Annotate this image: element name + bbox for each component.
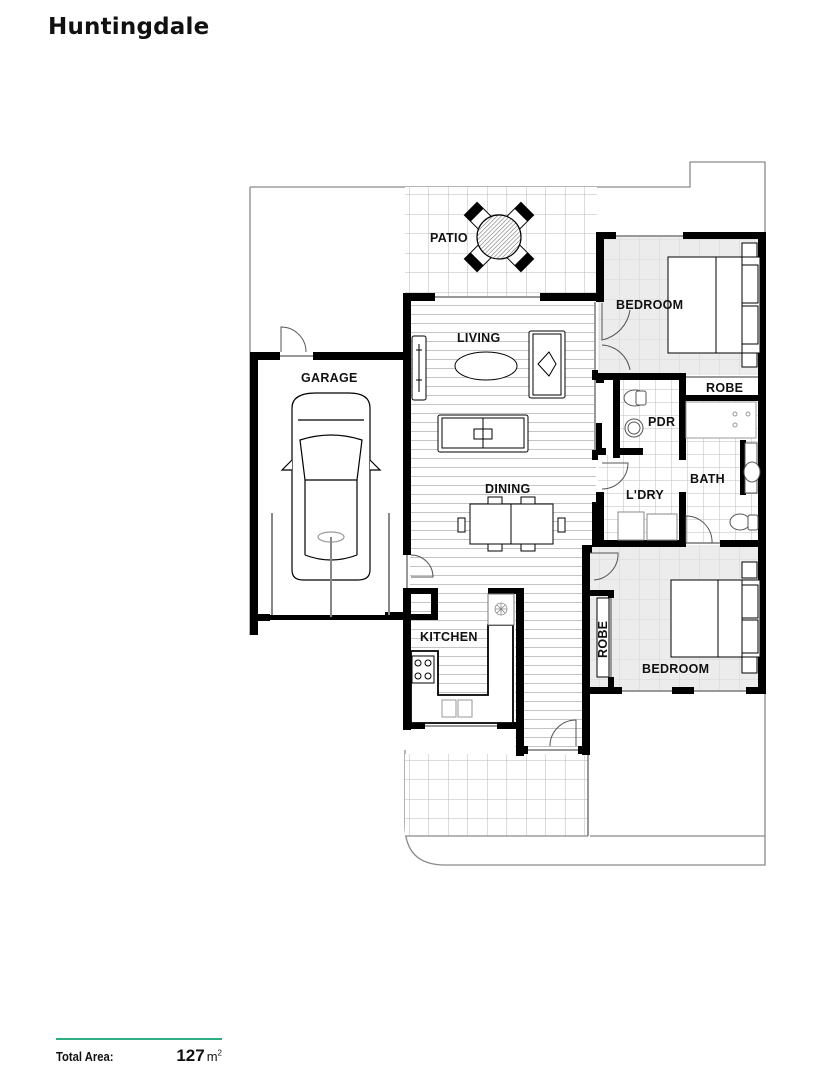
total-area-value: 127 bbox=[176, 1046, 205, 1065]
laundry-tub-icon bbox=[617, 511, 678, 541]
front-path-floor bbox=[405, 754, 588, 836]
plan-title: Huntingdale bbox=[48, 14, 210, 40]
unit-text: m bbox=[206, 1049, 218, 1064]
room-label-bedroom1: BEDROOM bbox=[616, 298, 683, 312]
garage-door-track bbox=[271, 513, 390, 617]
bed-icon bbox=[667, 242, 761, 368]
coffee-table-icon bbox=[454, 351, 518, 381]
room-label-bath: BATH bbox=[690, 472, 725, 486]
dining-table-icon bbox=[457, 496, 566, 552]
walls bbox=[250, 232, 766, 756]
fridge-icon bbox=[494, 602, 508, 616]
bathtub-icon bbox=[685, 401, 757, 439]
unit-power: 2 bbox=[217, 1048, 222, 1058]
tv-unit-icon bbox=[411, 335, 427, 401]
door-swings bbox=[280, 303, 713, 747]
sofa-icon bbox=[437, 414, 529, 453]
kitchen-sink-icon bbox=[441, 699, 473, 718]
room-label-robe2: ROBE bbox=[596, 621, 610, 658]
hall-floor bbox=[515, 585, 587, 750]
room-label-garage: GARAGE bbox=[301, 371, 358, 385]
floor-plan: PATIO LIVING GARAGE BEDROOM ROBE PDR BAT… bbox=[249, 161, 766, 866]
room-label-living: LIVING bbox=[457, 331, 500, 345]
armchair-icon bbox=[528, 330, 566, 399]
room-label-patio: PATIO bbox=[430, 231, 468, 245]
windows bbox=[280, 235, 758, 751]
room-label-pdr: PDR bbox=[648, 415, 675, 429]
total-area-unit: m2 bbox=[207, 1049, 222, 1064]
vanity-basin-icon bbox=[743, 442, 761, 494]
total-area-label: Total Area: bbox=[56, 1050, 114, 1064]
patio-table-icon bbox=[463, 201, 535, 273]
accent-rule bbox=[56, 1038, 222, 1040]
room-label-kitchen: KITCHEN bbox=[420, 630, 478, 644]
toilet-icon bbox=[623, 389, 647, 407]
room-label-dining: DINING bbox=[485, 482, 531, 496]
robe2-cabinet bbox=[596, 597, 610, 678]
room-label-bedroom2: BEDROOM bbox=[642, 662, 709, 676]
bed-icon bbox=[670, 561, 761, 674]
basin-icon bbox=[624, 418, 644, 438]
room-label-laundry: L'DRY bbox=[626, 488, 664, 502]
toilet-icon bbox=[729, 513, 759, 531]
car-icon bbox=[280, 392, 382, 581]
room-label-robe1: ROBE bbox=[706, 381, 743, 395]
cooktop-icon bbox=[411, 655, 435, 684]
